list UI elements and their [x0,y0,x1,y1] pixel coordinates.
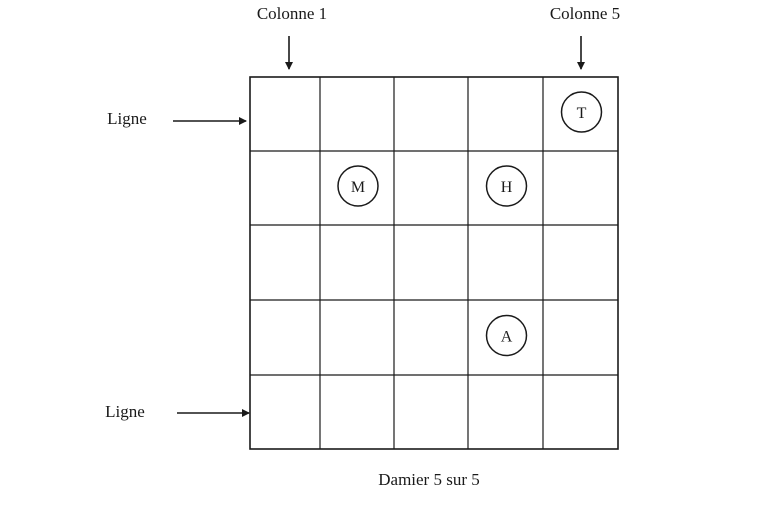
row-bottom-label: Ligne [105,402,145,421]
piece-t: T [560,91,603,133]
piece-circle [485,165,528,207]
piece-letter: A [501,329,513,346]
piece-a: A [485,314,528,357]
board-border [249,76,619,450]
piece-letter: H [501,179,513,196]
column-5-label: Colonne 5 [549,4,621,23]
piece-circle [560,91,603,133]
board-grid [249,76,619,450]
piece-circle [485,314,528,357]
piece-letter: T [577,105,587,122]
piece-letter: M [351,179,365,196]
piece-h: H [485,165,528,207]
piece-m: M [337,165,379,207]
row-top-label: Ligne [107,109,147,128]
board-caption: Damier 5 sur 5 [378,470,480,489]
board-pieces: T M H A [337,91,603,357]
piece-circle [337,165,379,207]
column-1-label: Colonne 1 [256,4,328,23]
